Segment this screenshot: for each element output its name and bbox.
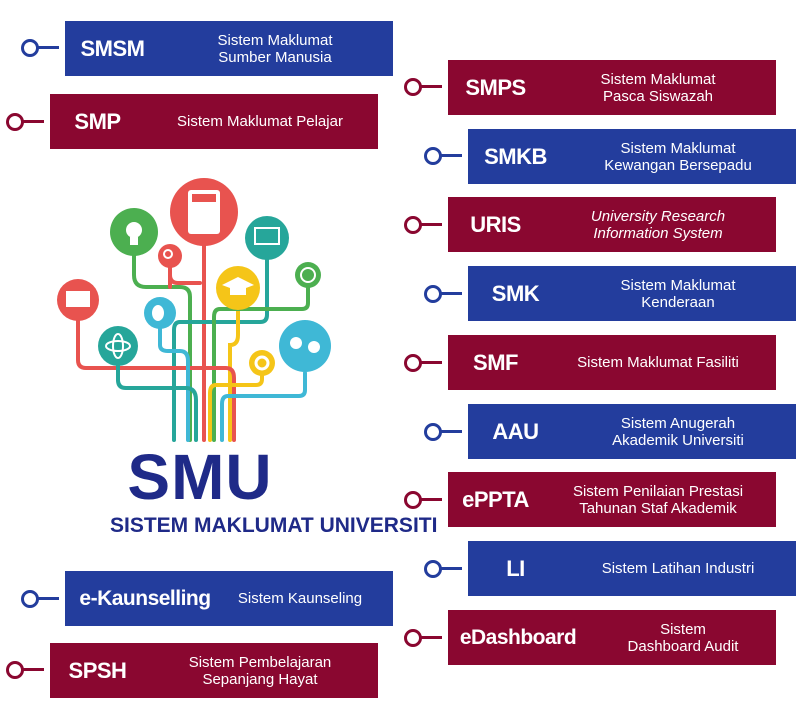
technology-tree-illustration [57, 178, 331, 442]
page-subtitle: SISTEM MAKLUMAT UNIVERSITI [110, 514, 438, 537]
system-card-smp[interactable]: SMP Sistem Maklumat Pelajar [50, 94, 378, 149]
system-card-e-kaunselling[interactable]: e-Kaunselling Sistem Kaunseling [65, 571, 393, 626]
globe-icon [295, 262, 321, 288]
connector-node [404, 354, 442, 372]
connector-node [404, 216, 442, 234]
connector-node [404, 78, 442, 96]
whiteboard-icon [245, 216, 289, 260]
system-abbr: URIS [470, 211, 521, 237]
connector-node [6, 661, 44, 679]
connector-node [6, 113, 44, 131]
connector-node [424, 285, 462, 303]
connector-node [424, 147, 462, 165]
system-abbr: ePPTA [462, 486, 529, 512]
system-desc: Sistem Latihan Industri [601, 560, 755, 577]
system-abbr: eDashboard [459, 625, 577, 649]
system-abbr: e-Kaunselling [79, 586, 211, 610]
system-desc: Sistem Maklumat Fasiliti [577, 354, 739, 371]
system-abbr: SPSH [68, 657, 127, 683]
system-abbr: SMPS [465, 74, 526, 100]
system-abbr: SMF [473, 349, 518, 375]
system-abbr: AAU [492, 418, 539, 444]
system-card-li[interactable]: LI Sistem Latihan Industri [468, 541, 796, 596]
connector-node [424, 560, 462, 578]
system-abbr: SMSM [80, 35, 146, 61]
system-abbr: SMK [491, 280, 540, 306]
system-desc: Sistem Kaunseling [237, 590, 363, 607]
connector-node [404, 629, 442, 647]
connector-node [21, 39, 59, 57]
system-abbr: SMP [74, 108, 121, 134]
magnifier-icon [158, 244, 182, 268]
system-abbr: SMKB [484, 143, 547, 169]
system-card-smf[interactable]: SMF Sistem Maklumat Fasiliti [448, 335, 776, 390]
connector-node [21, 590, 59, 608]
connector-node [424, 423, 462, 441]
page-title: SMU [127, 441, 273, 513]
gear-icon [249, 350, 275, 376]
graduates-icon [279, 320, 331, 372]
connector-node [404, 491, 442, 509]
system-desc: Sistem Maklumat Pelajar [177, 113, 343, 130]
atom-icon [98, 326, 138, 366]
system-abbr: LI [506, 555, 525, 581]
